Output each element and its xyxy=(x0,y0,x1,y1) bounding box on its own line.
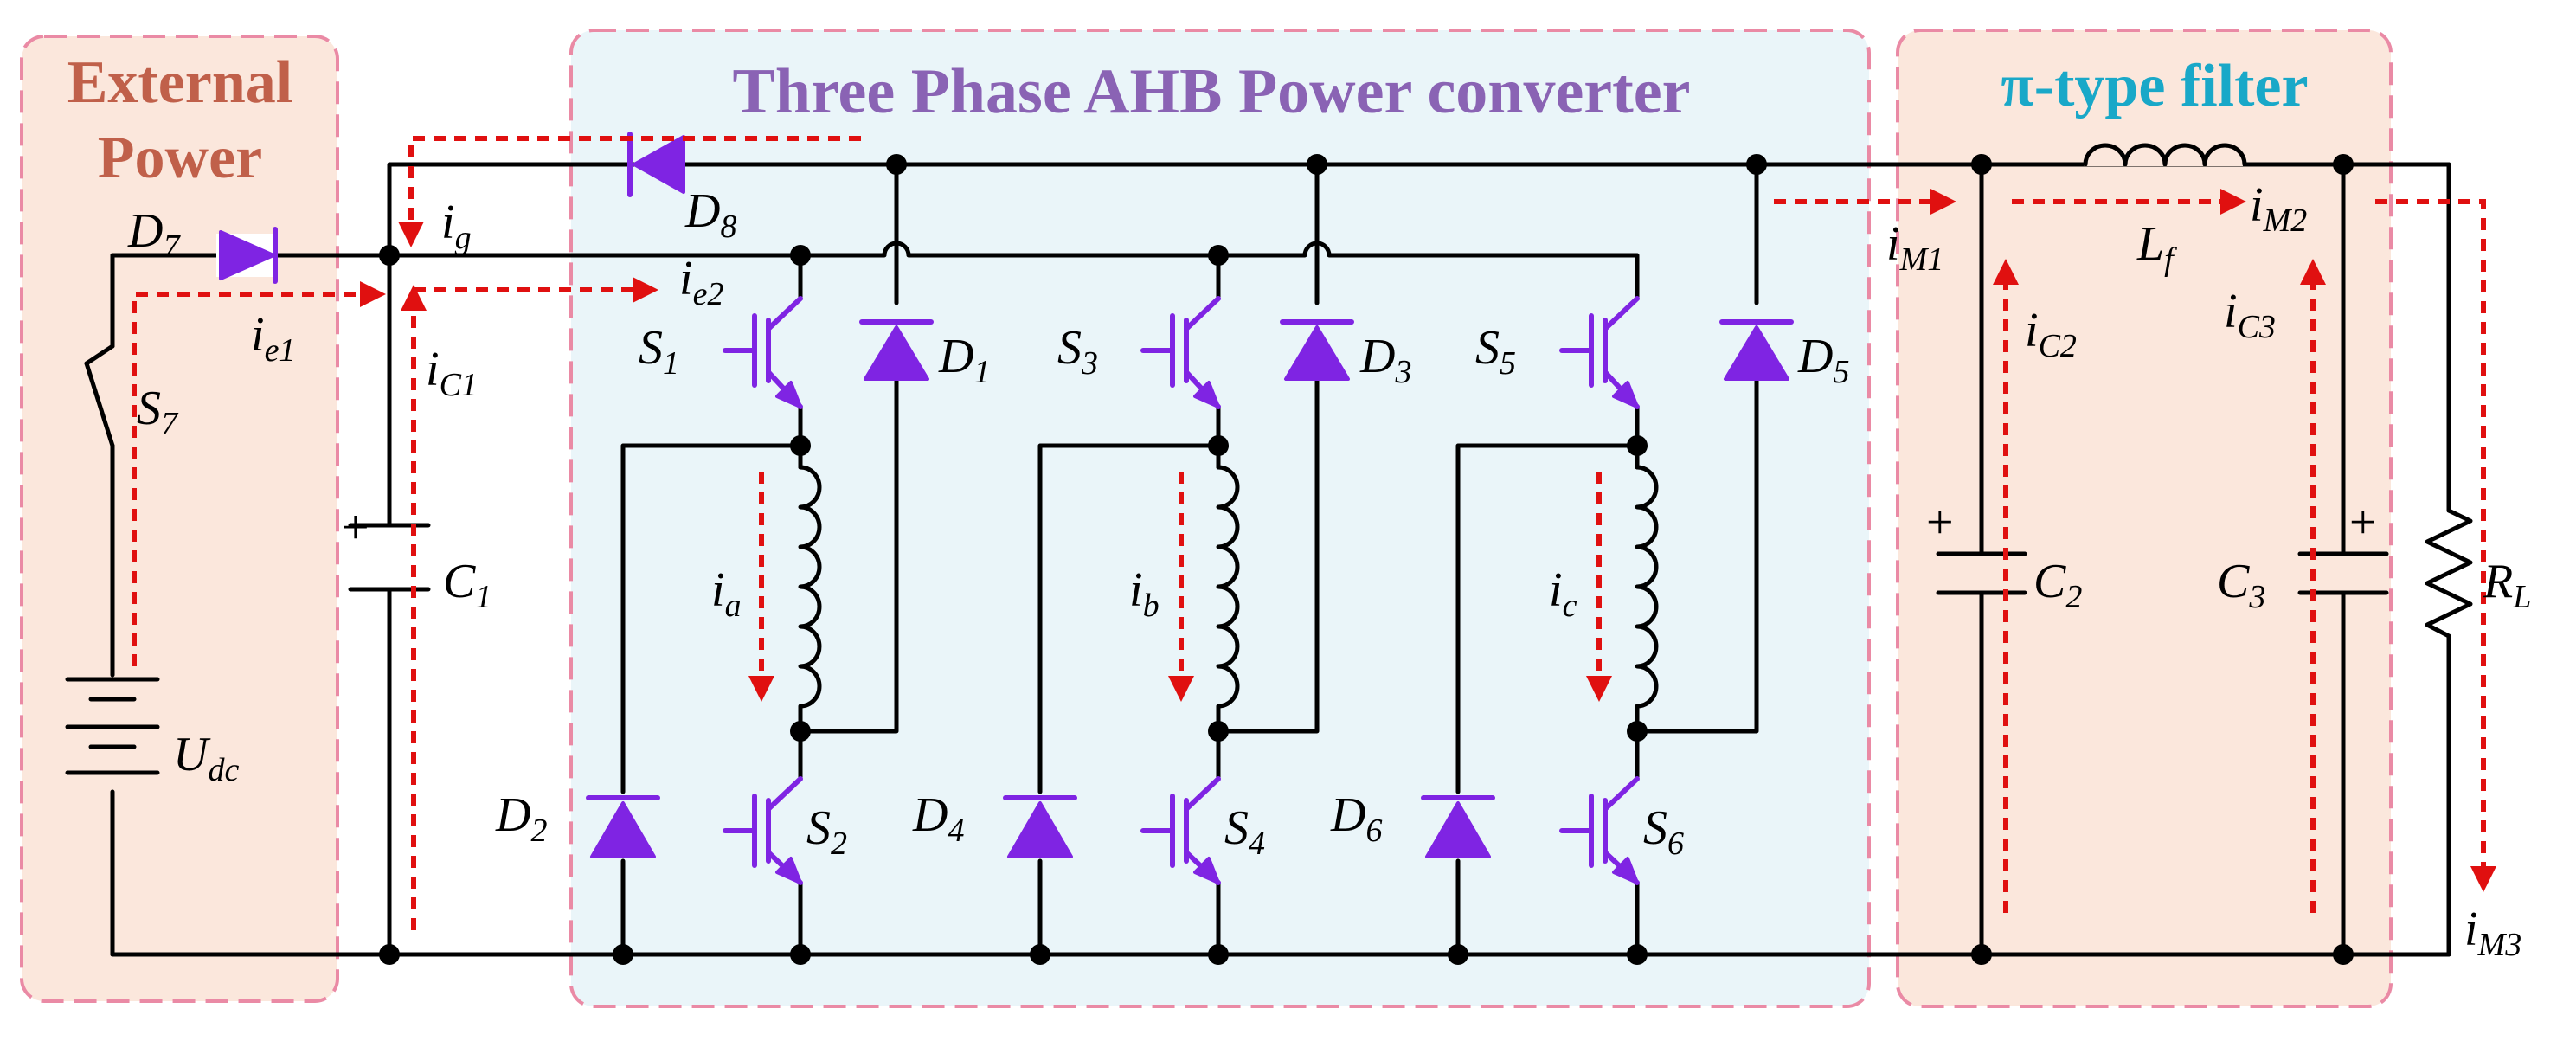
inductor-phase-c-symbol xyxy=(1635,465,1659,712)
label-d4: D4 xyxy=(912,788,964,849)
label-s1: S1 xyxy=(639,321,679,382)
label-ic3: iC3 xyxy=(2224,285,2276,345)
wiring xyxy=(110,162,2451,957)
diode-d1-symbol xyxy=(859,319,934,381)
c1-polarity: + xyxy=(342,501,369,555)
external-power-title-line2: Power xyxy=(98,125,262,191)
label-d5: D5 xyxy=(1797,330,1849,390)
label-d8: D8 xyxy=(684,184,736,245)
label-ic1: iC1 xyxy=(426,343,478,403)
label-ie2: ie2 xyxy=(679,252,723,312)
label-d2: D2 xyxy=(495,788,547,849)
label-ib: ib xyxy=(1129,563,1160,624)
label-ic2: iC2 xyxy=(2025,304,2077,364)
label-c1: C1 xyxy=(443,555,491,615)
label-udc: Udc xyxy=(173,728,239,788)
switch-s1-symbol xyxy=(723,296,803,409)
switch-s5-symbol xyxy=(1559,296,1640,409)
label-d3: D3 xyxy=(1359,330,1411,390)
label-ig: ig xyxy=(441,196,472,256)
inductor-lf-symbol xyxy=(2083,130,2247,167)
battery-udc-symbol xyxy=(65,677,160,775)
filter-title: π-type filter xyxy=(2001,53,2308,119)
label-d1: D1 xyxy=(938,330,990,390)
switch-s3-symbol xyxy=(1140,296,1221,409)
filter-region xyxy=(1896,29,2393,1008)
capacitor-c2-symbol xyxy=(1936,551,2027,595)
external-power-region xyxy=(20,35,339,1003)
label-rl: RL xyxy=(2483,555,2531,615)
switch-s6-symbol xyxy=(1559,776,1640,885)
label-im2: iM2 xyxy=(2250,178,2307,239)
label-s2: S2 xyxy=(806,801,847,862)
diode-d5-symbol xyxy=(1719,319,1794,381)
label-s5: S5 xyxy=(1475,321,1516,382)
label-ia: ia xyxy=(711,563,742,624)
current-arrows xyxy=(132,136,2496,930)
resistor-rl-symbol xyxy=(2425,508,2473,639)
label-c3: C3 xyxy=(2217,555,2265,615)
label-im1: iM1 xyxy=(1886,217,1943,278)
diode-d8-symbol xyxy=(627,132,685,197)
c3-polarity: + xyxy=(2349,496,2377,549)
switch-s7-symbol xyxy=(84,344,115,448)
converter-title: Three Phase AHB Power converter xyxy=(732,56,1690,127)
switch-s4-symbol xyxy=(1140,776,1221,885)
label-s7: S7 xyxy=(137,382,179,442)
diode-d6-symbol xyxy=(1421,795,1495,858)
diode-d4-symbol xyxy=(1003,795,1077,858)
switch-s2-symbol xyxy=(723,776,803,885)
label-im3: iM3 xyxy=(2464,903,2521,963)
diode-d7-symbol xyxy=(216,227,278,284)
diode-d2-symbol xyxy=(586,795,660,858)
label-s3: S3 xyxy=(1057,321,1098,382)
external-power-title-line1: External xyxy=(67,49,293,116)
inductor-phase-a-symbol xyxy=(798,465,822,712)
inductor-phase-b-symbol xyxy=(1216,465,1240,712)
label-d6: D6 xyxy=(1330,788,1382,849)
label-s6: S6 xyxy=(1643,801,1684,862)
label-s4: S4 xyxy=(1224,801,1265,862)
c2-polarity: + xyxy=(1926,496,1954,549)
label-ic: ic xyxy=(1549,563,1577,624)
label-ie1: ie1 xyxy=(251,308,295,369)
diode-d3-symbol xyxy=(1280,319,1354,381)
junction-nodes xyxy=(379,154,2354,965)
label-d7: D7 xyxy=(127,204,181,265)
label-c2: C2 xyxy=(2033,555,2082,615)
